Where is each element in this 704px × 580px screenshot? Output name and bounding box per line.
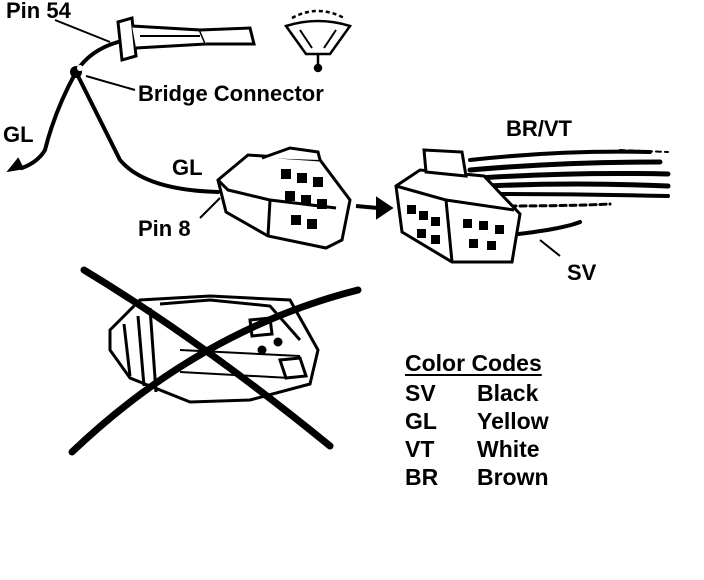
legend-color: White bbox=[477, 436, 540, 462]
legend-code: SV bbox=[405, 380, 436, 406]
right-connector bbox=[394, 148, 522, 264]
legend-color: Brown bbox=[477, 464, 549, 490]
pin8-label: Pin 8 bbox=[138, 216, 191, 241]
legend-color: Black bbox=[477, 380, 539, 406]
bridge-connector-node bbox=[70, 65, 83, 78]
leader-lines bbox=[54, 19, 561, 257]
legend-row: GL Yellow bbox=[405, 407, 625, 435]
bridge-connector-label: Bridge Connector bbox=[138, 81, 324, 106]
pin8-connector bbox=[216, 146, 352, 250]
windshield-wiper-icon bbox=[283, 9, 353, 73]
cross-out-mark bbox=[68, 266, 362, 456]
arrow-right-icon bbox=[355, 196, 394, 220]
pin54-connector bbox=[116, 16, 256, 62]
gl-wire-label: GL bbox=[172, 155, 203, 180]
legend-row: VT White bbox=[405, 435, 625, 463]
legend-row: BR Brown bbox=[405, 463, 625, 491]
gl-left-label: GL bbox=[3, 122, 34, 147]
legend-code: VT bbox=[405, 436, 435, 462]
sv-label: SV bbox=[567, 260, 597, 285]
br-vt-label: BR/VT bbox=[506, 116, 573, 141]
legend-title: Color Codes bbox=[405, 350, 542, 376]
legend-color: Yellow bbox=[477, 408, 549, 434]
legend-code: BR bbox=[405, 464, 439, 490]
gl-arrow-icon bbox=[6, 157, 25, 173]
color-codes-legend: Color Codes SV Black GL Yellow VT White … bbox=[405, 350, 625, 491]
legend-code: GL bbox=[405, 408, 437, 434]
legend-row: SV Black bbox=[405, 379, 625, 407]
right-wires bbox=[467, 149, 671, 238]
pin54-label: Pin 54 bbox=[6, 0, 72, 23]
